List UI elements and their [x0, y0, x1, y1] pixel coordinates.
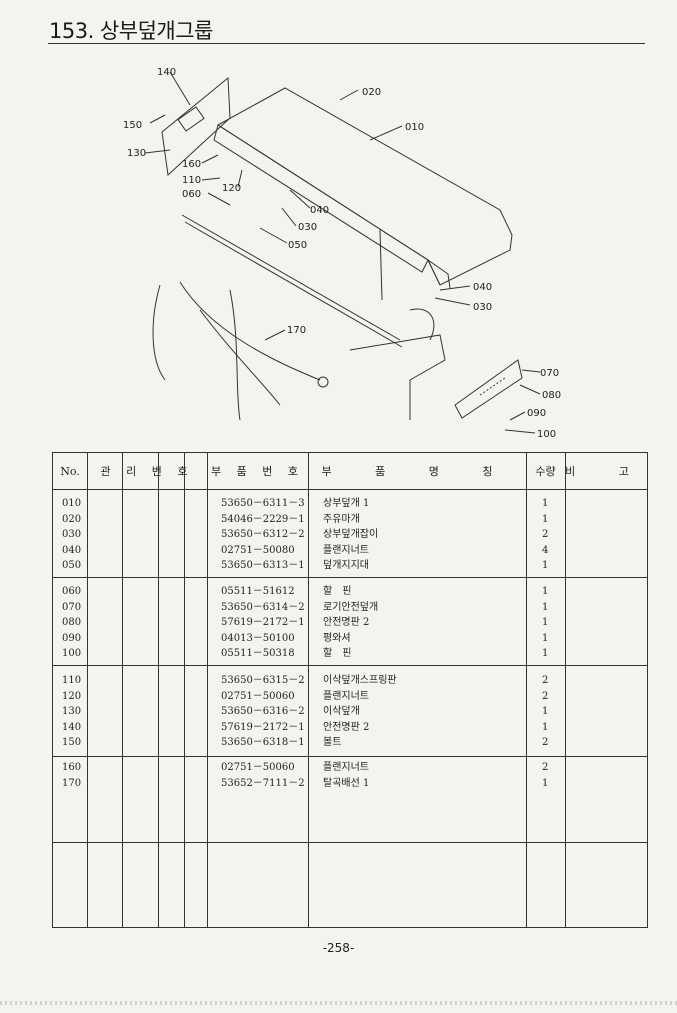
row-no: 110 [62, 675, 82, 686]
row-part-number: 53650－6314－2 [221, 601, 305, 613]
callout-090: 090 [527, 408, 546, 419]
callout-020: 020 [362, 87, 381, 98]
row-part-number: 02751－50060 [221, 690, 295, 702]
callout-170: 170 [287, 325, 306, 336]
row-part-name: 안전명판 2 [323, 721, 370, 733]
row-qty: 2 [542, 737, 549, 749]
row-part-name: 이삭덮개스프링판 [323, 675, 397, 686]
row-qty: 1 [542, 777, 549, 789]
header-qty: 수량 [535, 465, 556, 478]
row-part-name: 할 핀 [323, 586, 352, 597]
row-part-number: 53650－6311－3 [221, 498, 305, 509]
page-title: 153. 상부덮개그룹 [49, 19, 213, 43]
row-part-name: 플랜지너트 [323, 762, 369, 773]
callout-010: 010 [405, 122, 424, 133]
row-part-name: 이삭덮개 [323, 706, 360, 718]
row-part-number: 53650－6313－1 [221, 560, 305, 572]
callout-080: 080 [542, 390, 561, 401]
parts-table: No. 관 리 번 호 부 품 번 호 부 품 명 칭 수량 비 고 010 5… [52, 452, 648, 928]
row-part-number: 53650－6312－2 [221, 529, 305, 541]
row-qty: 1 [542, 560, 549, 572]
row-no: 140 [62, 721, 82, 733]
row-qty: 1 [542, 721, 549, 733]
row-part-number: 53650－6315－2 [221, 675, 305, 686]
row-part-name: 플랜지너트 [323, 690, 369, 702]
row-part-name: 상부덮개 1 [323, 498, 370, 509]
callout-120: 120 [222, 183, 241, 194]
callout-030: 030 [298, 222, 317, 233]
row-no: 150 [62, 737, 82, 749]
row-no: 030 [62, 529, 82, 541]
row-no: 070 [62, 601, 82, 613]
row-no: 080 [62, 617, 82, 629]
row-part-name: 플랜지너트 [323, 544, 369, 556]
callout-040: 040 [310, 205, 329, 216]
row-qty: 1 [542, 498, 549, 509]
row-part-number: 54046－2229－1 [221, 513, 305, 525]
row-qty: 1 [542, 648, 549, 660]
row-qty: 2 [542, 529, 549, 541]
row-part-name: 할 핀 [323, 648, 352, 660]
row-no: 020 [62, 513, 82, 525]
row-qty: 1 [542, 601, 549, 613]
page-number: -258- [322, 941, 355, 955]
row-part-name: 상부덮개잡이 [323, 529, 379, 541]
header-remark: 비 고 [565, 465, 649, 478]
row-qty: 1 [542, 632, 549, 644]
row-no: 090 [62, 632, 82, 644]
row-no: 040 [62, 544, 82, 556]
row-no: 170 [62, 777, 82, 789]
row-part-name: 평와셔 [323, 632, 351, 644]
header-part-number: 부 품 번 호 [211, 465, 304, 478]
row-part-number: 53650－6316－2 [221, 706, 305, 718]
callout-100: 100 [537, 429, 556, 440]
header-no: No. [60, 464, 80, 478]
row-no: 010 [62, 498, 82, 509]
row-part-number: 53650－6318－1 [221, 737, 305, 749]
callout-160: 160 [182, 159, 201, 170]
row-part-name: 안전명판 2 [323, 617, 370, 629]
callout-140: 140 [157, 67, 176, 78]
callout-070: 070 [540, 368, 559, 379]
exploded-parts-diagram: 140 150 130 160 110 060 120 020 010 040 … [123, 67, 561, 440]
row-part-number: 57619－2172－1 [221, 721, 305, 733]
row-part-number: 05511－50318 [221, 648, 295, 660]
row-part-name: 탈곡배선 1 [323, 777, 370, 789]
row-qty: 2 [542, 762, 549, 773]
callout-060: 060 [182, 189, 201, 200]
row-qty: 1 [542, 513, 549, 525]
row-part-name: 주유마개 [323, 513, 360, 525]
row-part-number: 57619－2172－1 [221, 617, 305, 629]
row-part-name: 로기안전덮개 [323, 601, 379, 613]
row-part-number: 04013－50100 [221, 632, 295, 644]
row-qty: 2 [542, 675, 549, 686]
callout-050: 050 [288, 240, 307, 251]
row-qty: 1 [542, 617, 549, 629]
scan-edge [0, 1001, 677, 1005]
callout-150: 150 [123, 120, 142, 131]
row-qty: 2 [542, 690, 549, 702]
callout-110: 110 [182, 175, 201, 186]
row-part-number: 05511－51612 [221, 586, 295, 597]
row-part-number: 53652－7111－2 [221, 777, 305, 789]
callout-130: 130 [127, 148, 146, 159]
row-qty: 1 [542, 706, 549, 718]
row-no: 160 [62, 762, 82, 773]
row-no: 050 [62, 560, 82, 572]
row-no: 100 [62, 648, 82, 660]
row-qty: 1 [542, 586, 549, 597]
header-part-name: 부 품 명 칭 [321, 465, 513, 478]
callout-030-lower: 030 [473, 302, 492, 313]
header-mgmt-number: 관 리 번 호 [100, 465, 194, 478]
row-part-name: 볼트 [323, 737, 342, 749]
row-no: 120 [62, 690, 82, 702]
title-rule [48, 43, 645, 44]
callout-040-lower: 040 [473, 282, 492, 293]
row-part-name: 덮개지지대 [323, 560, 369, 572]
row-qty: 4 [542, 544, 549, 556]
row-part-number: 02751－50060 [221, 762, 295, 773]
row-part-number: 02751－50080 [221, 544, 295, 556]
row-no: 060 [62, 586, 82, 597]
row-no: 130 [62, 706, 82, 718]
